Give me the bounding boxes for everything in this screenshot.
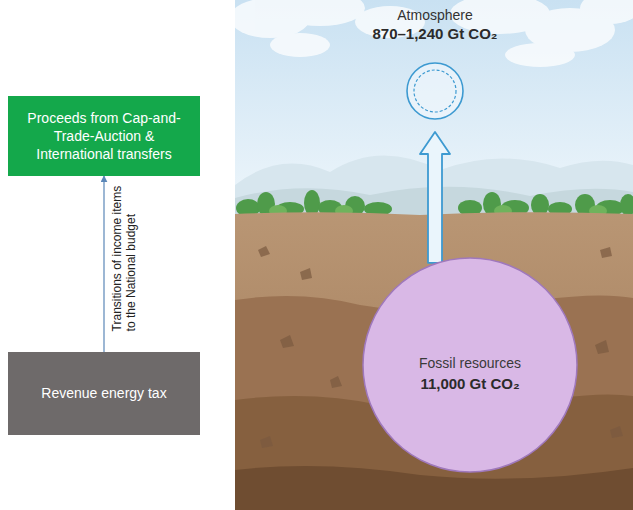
- edge-label: Transitions of income items to the Natio…: [110, 181, 139, 331]
- fossil-circle-shape: [363, 258, 577, 472]
- atmosphere-ring: [407, 63, 463, 119]
- box-label: Proceeds from Cap-and-Trade-Auction & In…: [16, 109, 192, 164]
- clouds: [230, 0, 633, 67]
- fossil-resources-circle: Fossil resources11,000 Gt CO₂: [362, 257, 578, 473]
- reservoir-amount: 870–1,240 Gt CO₂: [372, 24, 497, 44]
- emission-arrow: [420, 132, 450, 263]
- ground-layer: [235, 466, 633, 510]
- transfer-arrow: [103, 176, 104, 352]
- budget-box: Revenue energy tax: [8, 352, 200, 435]
- budget-box: Proceeds from Cap-and-Trade-Auction & In…: [8, 96, 200, 176]
- reservoir-name: Fossil resources: [419, 353, 521, 373]
- reservoir-name: Atmosphere: [397, 6, 472, 24]
- atmosphere-circle: Atmosphere870–1,240 Gt CO₂: [360, 6, 510, 128]
- atmosphere-ring: [404, 60, 466, 122]
- atmosphere-ring: [414, 70, 456, 112]
- reservoir-amount: 11,000 Gt CO₂: [420, 373, 519, 395]
- box-label: Revenue energy tax: [41, 384, 166, 402]
